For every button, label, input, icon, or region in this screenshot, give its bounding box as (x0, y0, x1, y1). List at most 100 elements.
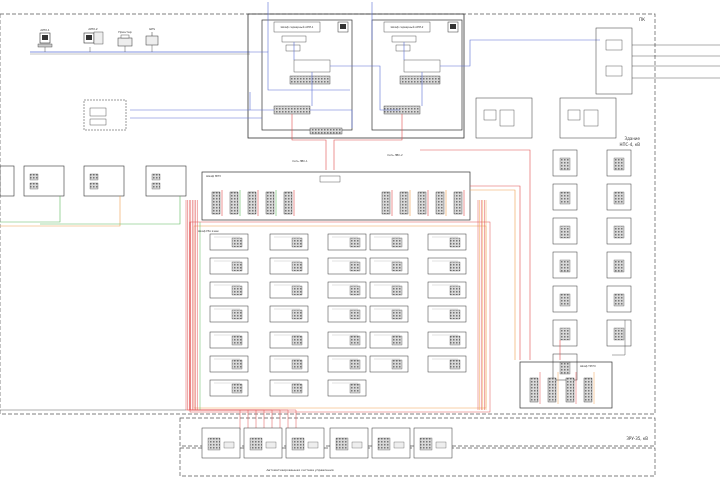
top-devices: АРМ-1 АРМ-2 Принтер GPS (30, 27, 250, 55)
relay-terminal-box (327, 355, 367, 373)
relay-terminal-box (427, 233, 467, 251)
relay-terminal-box (327, 281, 367, 299)
relay-terminal-box (427, 281, 467, 299)
bottom-device-indicator (265, 441, 277, 449)
relay-terminal-box (327, 305, 367, 323)
server-red-lines (291, 114, 403, 170)
concentrator-modules (211, 190, 465, 216)
bottom-device-box (243, 427, 283, 459)
workstation-icon (83, 31, 104, 45)
bottom-device-module (335, 437, 349, 451)
right-device-module (613, 157, 625, 171)
relay-terminal-box (369, 355, 409, 373)
relay-terminal-box (269, 281, 309, 299)
relay-device (449, 285, 461, 296)
side-module (565, 377, 575, 403)
relay-device (231, 261, 243, 272)
relay-terminal-box (327, 233, 367, 251)
right-device-columns (552, 149, 632, 381)
server-cabinet-2-title: Шкаф серверный АРМ-2 (391, 25, 424, 29)
concentrator-cabinet-title: Шкаф МПЗ (206, 174, 221, 178)
relay-device (391, 237, 403, 248)
server-cabinet-1-title: Шкаф серверный АРМ-1 (281, 25, 314, 29)
relay-device (291, 359, 303, 370)
bottom-device-box (201, 427, 241, 459)
relay-device (391, 261, 403, 272)
concentrator-cabinet: Шкаф МПЗ Сеть ЛВС-1 Сеть ЛВС-2 (201, 153, 471, 221)
concentrator-module (381, 191, 391, 215)
bottom-zone-label: ЗРУ-35, кВ (626, 436, 648, 441)
side-module (529, 377, 539, 403)
relay-terminal-box (269, 331, 309, 349)
relay-device (231, 309, 243, 320)
top-device-label-4: GPS (149, 27, 155, 31)
right-device-module (613, 327, 625, 341)
bottom-device-indicator (435, 441, 447, 449)
bottom-device-module (249, 437, 263, 451)
top-device-label-1: АРМ-1 (40, 28, 50, 32)
concentrator-module (229, 191, 239, 215)
bottom-device-module (419, 437, 433, 451)
concentrator-module (247, 191, 257, 215)
right-device-module (559, 157, 571, 171)
relay-device (349, 237, 361, 248)
server-cabinet-1: Шкаф серверный АРМ-1 (261, 19, 353, 135)
relay-device (449, 261, 461, 272)
concentrator-module (211, 191, 221, 215)
relay-terminal-box (209, 355, 249, 373)
bottom-device-module (291, 437, 305, 451)
relay-device (391, 309, 403, 320)
right-device-module (559, 225, 571, 239)
top-device-label-2: АРМ-2 (88, 27, 98, 31)
time-sync-block (475, 97, 533, 139)
right-device-box (606, 149, 632, 177)
relay-terminal-box (327, 331, 367, 349)
relay-device (231, 383, 243, 394)
relay-terminal-box (209, 379, 249, 397)
concentrator-module (399, 191, 409, 215)
relay-terminal-box (209, 281, 249, 299)
concentrator-module (265, 191, 275, 215)
relay-device (349, 359, 361, 370)
bottom-device-indicator (351, 441, 363, 449)
printer-icon (117, 34, 133, 47)
relay-device (349, 285, 361, 296)
right-device-module (559, 259, 571, 273)
bottom-device-box (285, 427, 325, 459)
bottom-devices (201, 427, 453, 459)
right-routing-lines (420, 149, 626, 360)
relay-terminal-box (427, 305, 467, 323)
relay-terminal-box (269, 379, 309, 397)
relay-grid (209, 233, 467, 397)
right-device-module (559, 361, 571, 375)
bottom-device-box (413, 427, 453, 459)
top-left-connector-box (83, 99, 127, 131)
relay-device (231, 359, 243, 370)
relay-terminal-box (209, 257, 249, 275)
building-zone-label-2: НПС-4, кВ (620, 142, 641, 147)
relay-terminal-box (427, 331, 467, 349)
relay-terminal-box (209, 305, 249, 323)
bottom-device-indicator (307, 441, 319, 449)
relay-terminal-box (209, 233, 249, 251)
relay-device (449, 359, 461, 370)
bottom-device-box (371, 427, 411, 459)
relay-device (231, 335, 243, 346)
concentrator-module (283, 191, 293, 215)
relay-terminal-box (369, 257, 409, 275)
relay-terminal-box (269, 233, 309, 251)
concentrator-module (417, 191, 427, 215)
main-zone-label: ПК (639, 17, 645, 22)
relay-terminal-box (269, 257, 309, 275)
relay-device (449, 309, 461, 320)
relay-device (349, 261, 361, 272)
right-device-module (559, 191, 571, 205)
red-fanout-line (196, 200, 297, 430)
link-label-1: Сеть ЛВС-1 (292, 159, 308, 163)
bottom-device-indicator (393, 441, 405, 449)
relay-device (231, 237, 243, 248)
server-cabinet-2: Шкаф серверный АРМ-2 (371, 19, 463, 131)
relay-terminal-box (209, 331, 249, 349)
relay-device (231, 285, 243, 296)
